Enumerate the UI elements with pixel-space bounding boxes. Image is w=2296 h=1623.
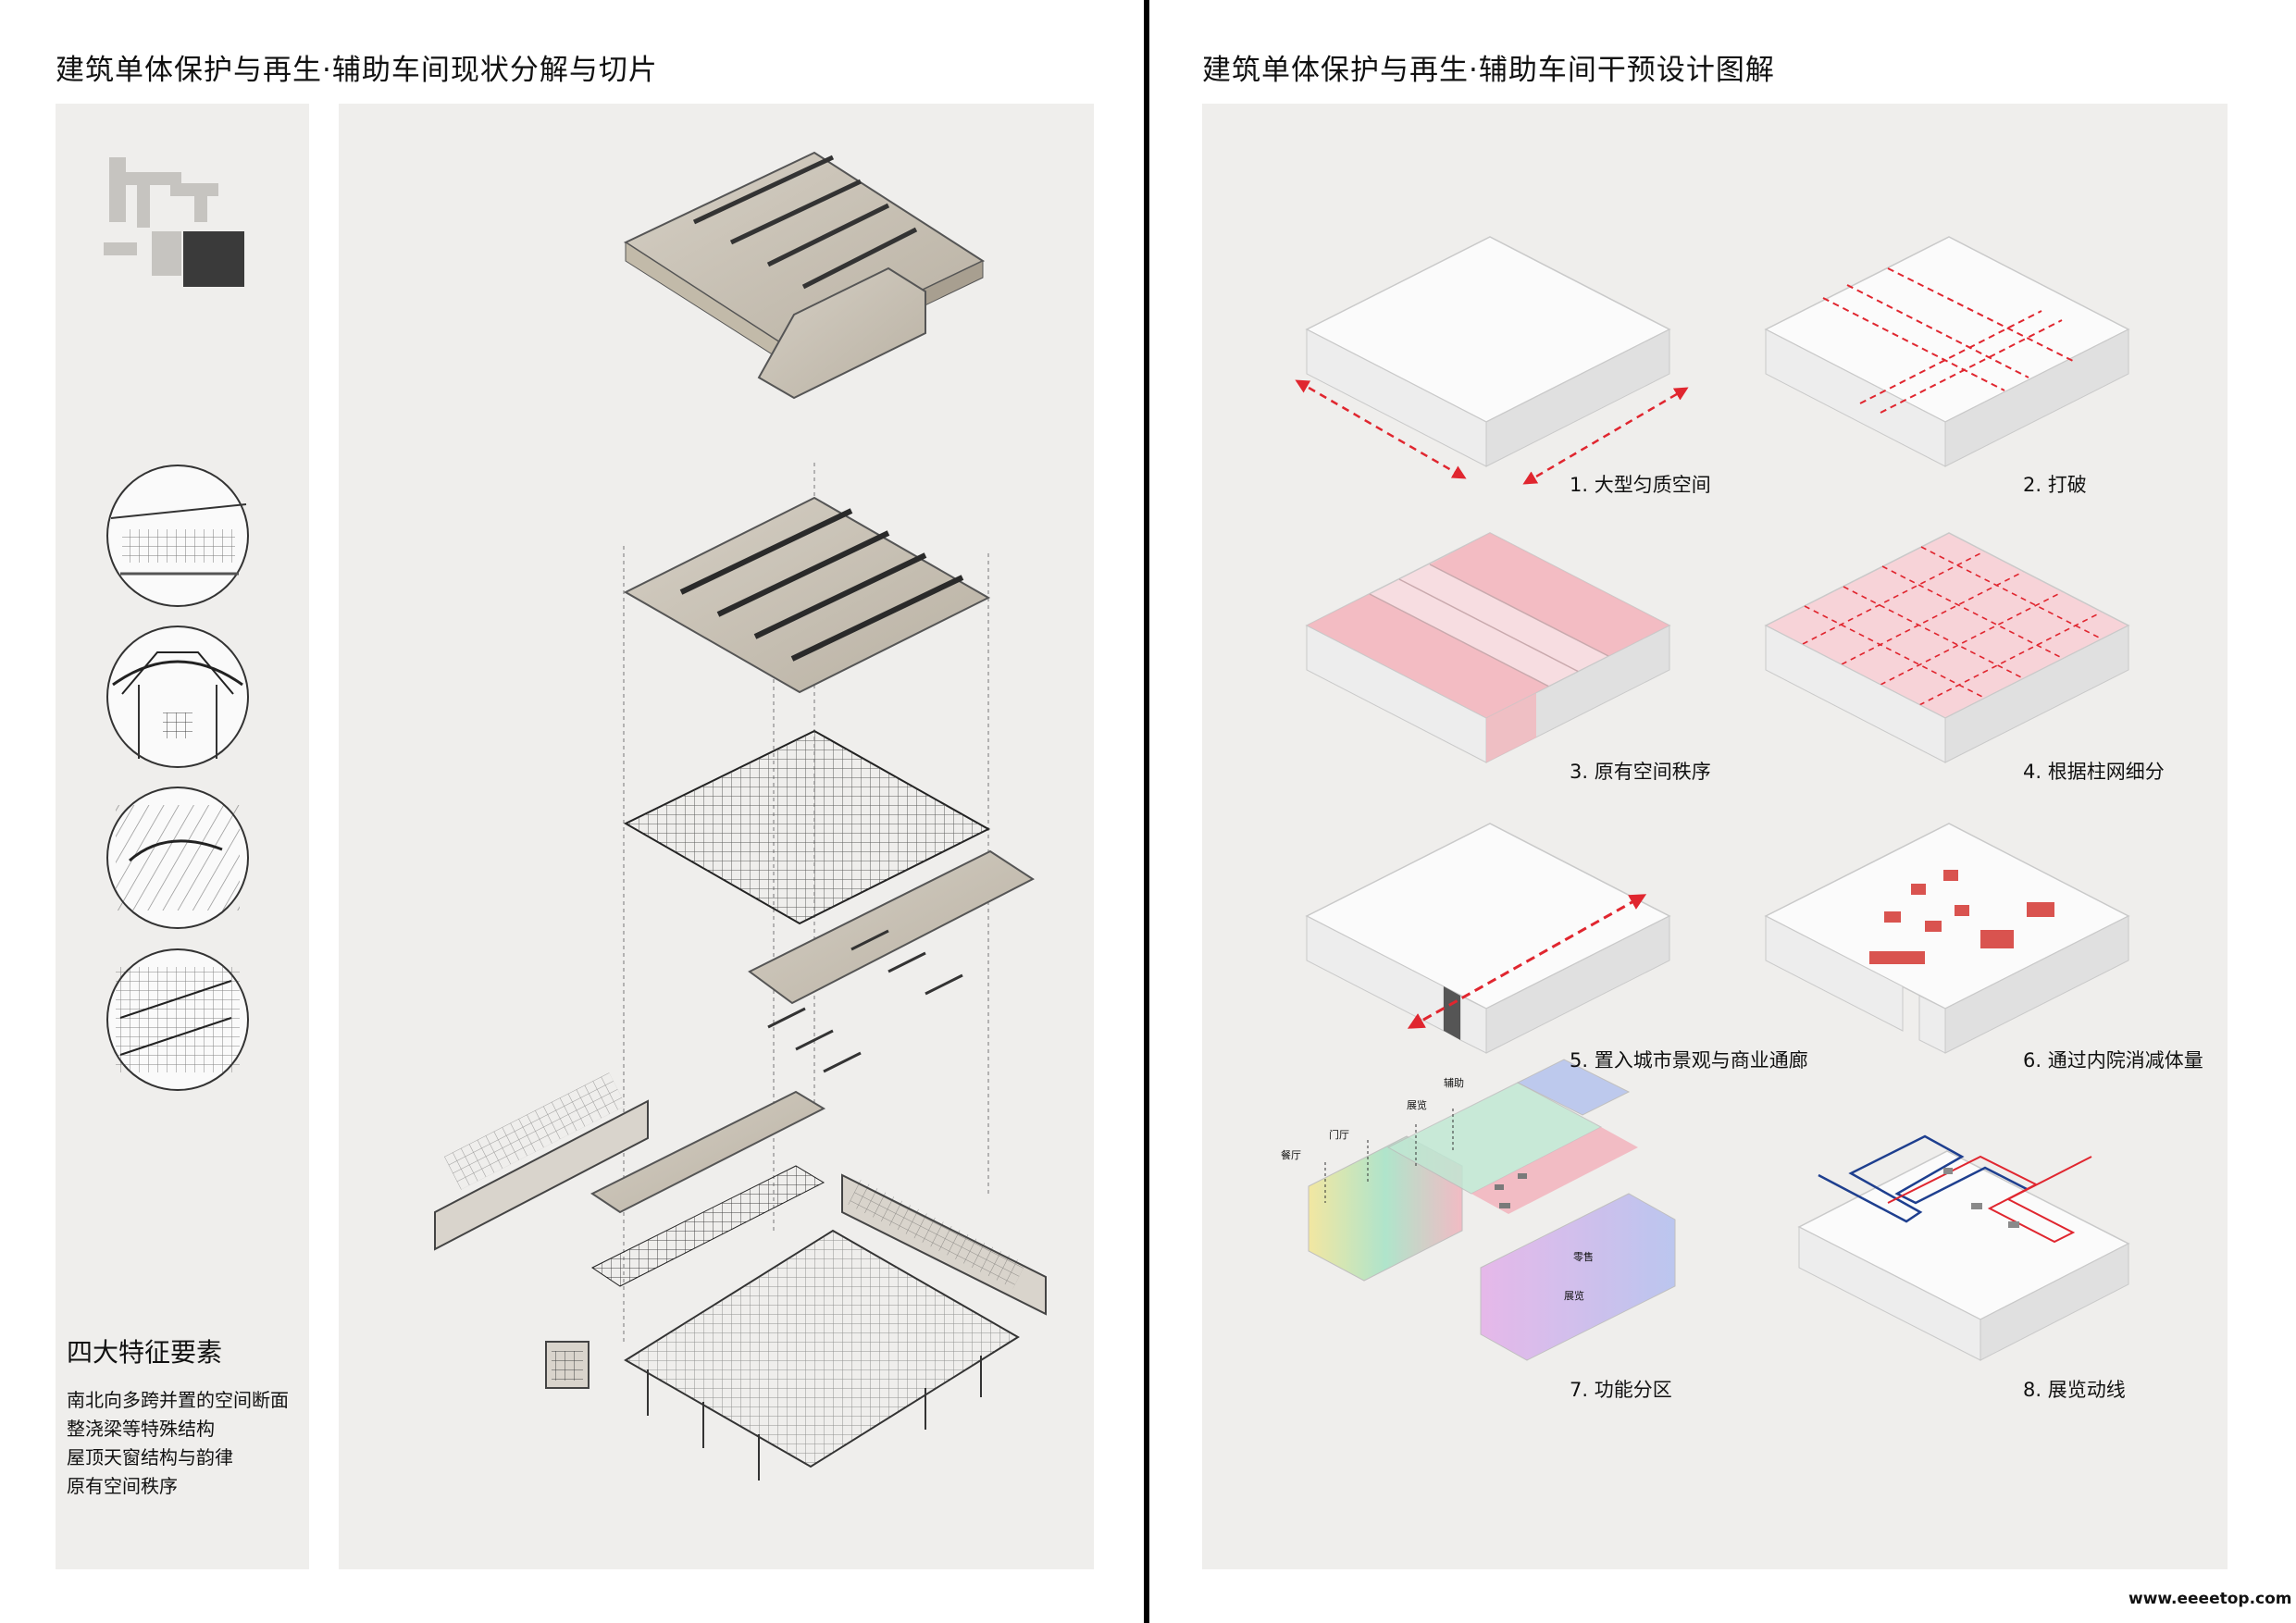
features-heading: 四大特征要素 (67, 1332, 222, 1369)
feature-item: 屋顶天窗结构与韵律 (67, 1443, 289, 1472)
detail-circle-truss (107, 626, 248, 767)
features-list: 南北向多跨并置的空间断面 整浇梁等特殊结构 屋顶天窗结构与韵律 原有空间秩序 (67, 1386, 289, 1501)
detail-circle-grid-order (107, 949, 248, 1090)
step-label-6: 6. 通过内院消减体量 (2023, 1046, 2203, 1073)
exploded-axonometric (435, 153, 1046, 1481)
step5-diagram (1307, 824, 1669, 1053)
zone-label-auxiliary: 辅助 (1444, 1075, 1464, 1090)
step-label-8: 8. 展览动线 (2023, 1375, 2126, 1403)
site-plan-thumbnail (104, 157, 244, 287)
zone-label-exhibition-b: 展览 (1564, 1288, 1584, 1303)
step1-diagram (1297, 237, 1686, 483)
step-label-4: 4. 根据柱网细分 (2023, 757, 2165, 785)
step6-diagram (1766, 824, 2128, 1053)
feature-item: 整浇梁等特殊结构 (67, 1415, 289, 1443)
watermark: www.eeeetop.com (2128, 1590, 2292, 1608)
detail-circle-facade (107, 465, 248, 606)
step7-diagram (1309, 1059, 1675, 1360)
zone-label-restaurant: 餐厅 (1281, 1147, 1301, 1162)
step-label-1: 1. 大型匀质空间 (1570, 470, 1711, 498)
step2-diagram (1766, 237, 2128, 466)
zone-label-retail: 零售 (1573, 1249, 1594, 1264)
step8-diagram (1799, 1136, 2128, 1360)
step-label-5: 5. 置入城市景观与商业通廊 (1570, 1046, 1808, 1073)
feature-item: 原有空间秩序 (67, 1472, 289, 1501)
step-label-3: 3. 原有空间秩序 (1570, 757, 1711, 785)
zone-label-exhibition-a: 展览 (1407, 1097, 1427, 1112)
step-label-2: 2. 打破 (2023, 470, 2087, 498)
step4-diagram (1766, 533, 2128, 762)
step-label-7: 7. 功能分区 (1570, 1375, 1672, 1403)
detail-circle-skylight (107, 787, 248, 928)
zone-label-lobby: 门厅 (1329, 1127, 1349, 1142)
step3-diagram (1307, 533, 1669, 762)
feature-item: 南北向多跨并置的空间断面 (67, 1386, 289, 1415)
